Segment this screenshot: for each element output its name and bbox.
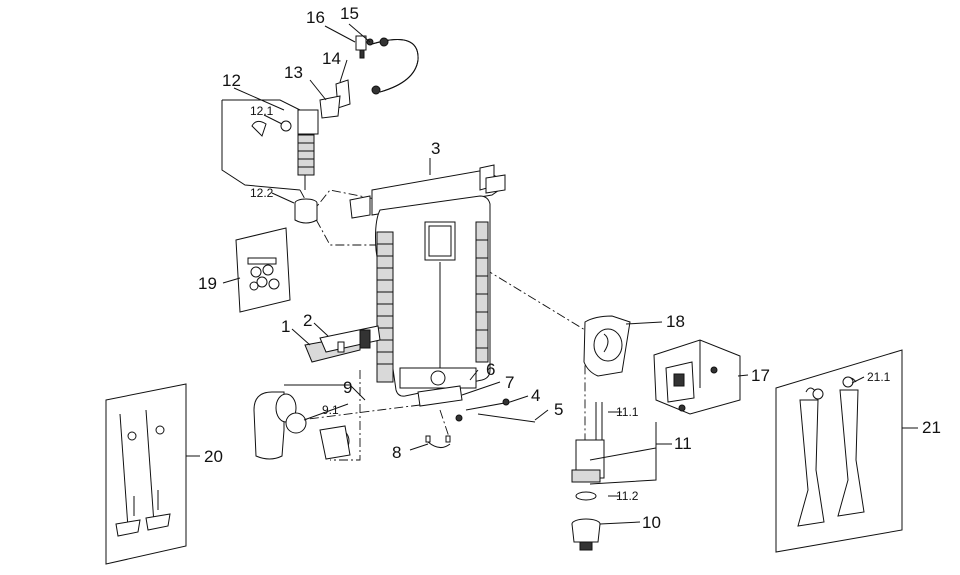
label-20: 20 bbox=[204, 447, 223, 466]
mounting-frame-part-3 bbox=[349, 164, 506, 397]
leader-lines bbox=[186, 23, 918, 525]
label-11: 11 bbox=[674, 434, 692, 453]
box-part-17 bbox=[653, 339, 741, 415]
fittings-bag-part-19 bbox=[235, 227, 291, 313]
leg-set-part-20 bbox=[105, 383, 187, 565]
label-12-1: 12.1 bbox=[250, 104, 274, 118]
label-12: 12 bbox=[222, 71, 241, 90]
label-8: 8 bbox=[392, 443, 401, 462]
label-14: 14 bbox=[322, 49, 341, 68]
label-5: 5 bbox=[554, 400, 563, 419]
label-4: 4 bbox=[531, 386, 540, 405]
label-21: 21 bbox=[922, 418, 941, 437]
label-9: 9 bbox=[343, 378, 352, 397]
leg-brackets-parts-1-2 bbox=[304, 325, 381, 363]
service-cover-part-18 bbox=[583, 315, 631, 377]
label-17: 17 bbox=[751, 366, 770, 385]
label-1: 1 bbox=[281, 317, 290, 336]
flush-elbow-part-9 bbox=[253, 384, 366, 460]
label-7: 7 bbox=[505, 373, 514, 392]
label-3: 3 bbox=[431, 139, 440, 158]
label-6: 6 bbox=[486, 360, 495, 379]
label-15: 15 bbox=[340, 4, 359, 23]
label-19: 19 bbox=[198, 274, 217, 293]
label-10: 10 bbox=[642, 513, 661, 532]
label-18: 18 bbox=[666, 312, 685, 331]
fill-valve-assembly bbox=[221, 35, 419, 224]
part-labels: 16 15 14 13 12 12.1 12.2 3 19 1 2 18 17 … bbox=[198, 4, 941, 532]
fixing-hardware bbox=[417, 385, 536, 448]
label-21-1: 21.1 bbox=[867, 370, 891, 384]
floor-stand-part-21 bbox=[775, 349, 903, 553]
flush-valve-parts-10-11 bbox=[571, 402, 605, 551]
label-2: 2 bbox=[303, 311, 312, 330]
label-13: 13 bbox=[284, 63, 303, 82]
label-16: 16 bbox=[306, 8, 325, 27]
label-11-2: 11.2 bbox=[616, 489, 639, 503]
label-11-1: 11.1 bbox=[616, 405, 639, 419]
label-9-1: 9.1 bbox=[322, 403, 339, 417]
label-12-2: 12.2 bbox=[250, 186, 274, 200]
